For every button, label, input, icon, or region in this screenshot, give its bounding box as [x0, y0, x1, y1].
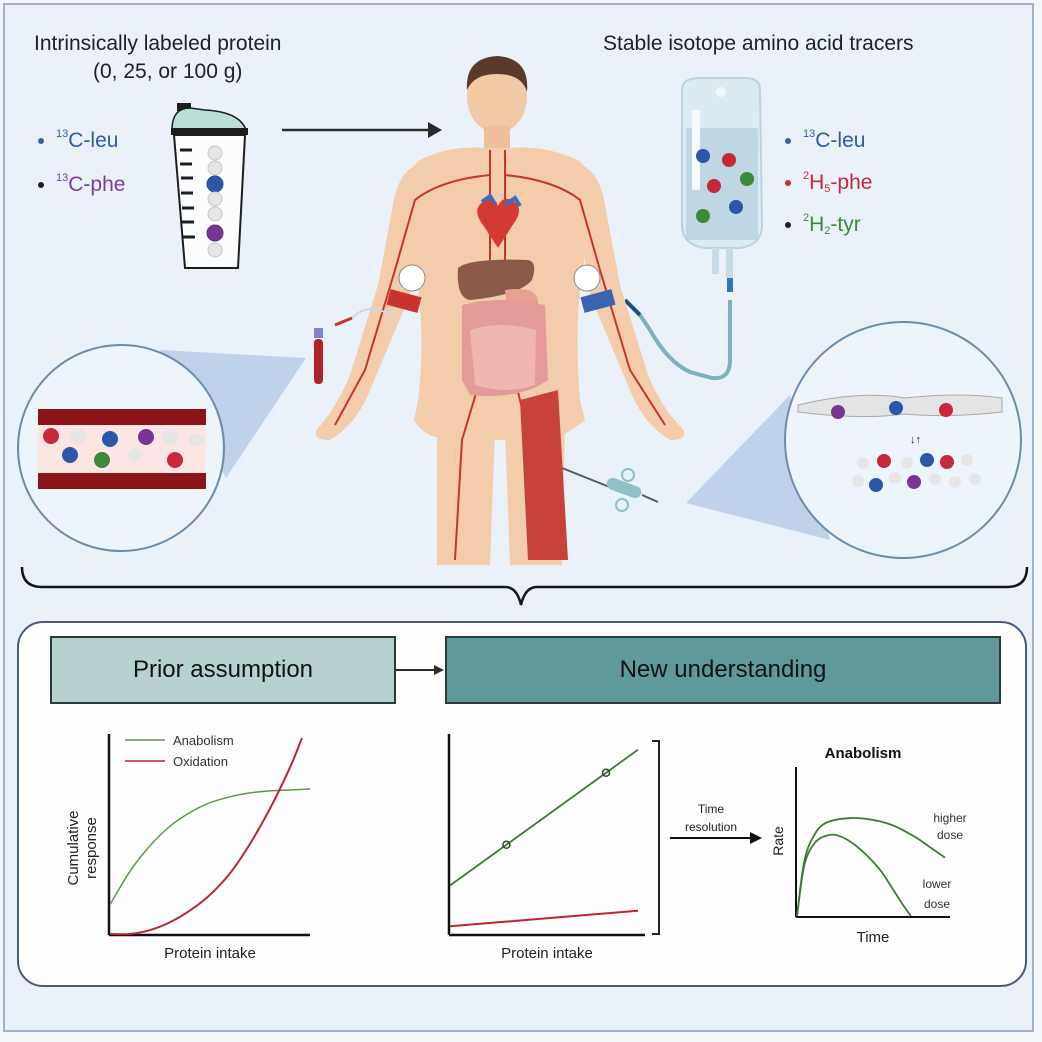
series-higher-dose	[796, 817, 946, 917]
isotope-superscript: 2	[803, 170, 810, 182]
data-point-marker	[601, 768, 611, 778]
tracer-name: C-phe	[68, 173, 126, 196]
tracer-name: H	[809, 171, 825, 194]
isotope-superscript: 2	[803, 212, 810, 224]
biopsy-needle-icon	[561, 467, 659, 512]
prior-assumption-chart: Anabolism Oxidation Protein intake Cumul…	[65, 733, 311, 962]
time-resolution-label-2: resolution	[685, 820, 737, 834]
protein-shaker-icon	[171, 103, 248, 269]
tracer-name: H	[809, 213, 825, 236]
annotation-lower-dose-1: lower	[923, 877, 952, 891]
tracers-title: Stable isotope amino acid tracers	[603, 32, 914, 55]
series-oxidation	[449, 909, 639, 928]
isotope-superscript: 13	[803, 128, 816, 140]
legend-13c-phe: 13C-phe	[38, 172, 125, 197]
isotope-subscript: 5	[824, 183, 831, 195]
y-axis-label: Rate	[770, 826, 786, 856]
iv-bag-icon	[623, 77, 764, 381]
new-understanding-box: New understanding	[445, 636, 1001, 704]
annotation-higher-dose-1: higher	[933, 811, 966, 825]
tracer-name: C-leu	[815, 129, 866, 152]
protein-amount: (0, 25, or 100 g)	[93, 60, 243, 83]
series-oxidation	[109, 737, 303, 936]
summary-brace	[20, 566, 1029, 606]
legend-dot	[38, 138, 44, 145]
tracer-name: C-leu	[68, 129, 119, 152]
blood-vessel-zoom	[17, 344, 306, 552]
illustration-layer: ↓↑	[17, 56, 1029, 606]
series-lower-dose	[796, 833, 912, 917]
tracer-suffix: -phe	[830, 171, 873, 194]
legend-oxidation-label: Oxidation	[173, 754, 228, 769]
charts-layer: Anabolism Oxidation Protein intake Cumul…	[65, 733, 967, 962]
isotope-superscript: 13	[56, 128, 69, 140]
legend-anabolism-label: Anabolism	[173, 733, 234, 748]
intake-arrow	[282, 122, 442, 138]
svg-text:↓↑: ↓↑	[910, 434, 921, 446]
new-understanding-chart: Protein intake	[447, 734, 660, 962]
prior-assumption-label: Prior assumption	[132, 656, 314, 683]
muscle-protein-zoom: ↓↑	[686, 321, 1022, 559]
series-anabolism	[449, 748, 639, 887]
x-axis-label: Protein intake	[501, 945, 593, 962]
isotope-subscript: 2	[824, 225, 831, 237]
annotation-higher-dose-2: dose	[937, 828, 963, 842]
legend-dot	[38, 182, 44, 189]
legend-dot	[785, 138, 791, 145]
series-anabolism	[109, 788, 311, 905]
legend-dot	[785, 222, 791, 229]
blood-tube-icon	[314, 308, 396, 384]
x-axis-label: Time	[857, 929, 890, 946]
human-body-illustration	[315, 56, 685, 565]
y-axis-label-line1: Cumulative	[65, 810, 82, 885]
legend-13c-leu: 13C-leu	[38, 128, 118, 153]
time-resolution-arrow: Time resolution	[670, 802, 762, 844]
x-axis-label: Protein intake	[164, 945, 256, 962]
y-axis-label-line2: response	[83, 817, 100, 879]
legend-iv-2h2-tyr: 2H2-tyr	[785, 212, 861, 237]
legend-iv-2h5-phe: 2H5-phe	[785, 170, 872, 195]
data-point-marker	[502, 840, 511, 850]
prior-assumption-box: Prior assumption	[50, 636, 396, 704]
prior-to-new-arrow	[396, 665, 444, 675]
annotation-lower-dose-2: dose	[924, 897, 950, 911]
anabolism-rate-chart: Anabolism Time Rate higher dose lower do…	[770, 745, 967, 946]
protein-title: Intrinsically labeled protein	[34, 32, 282, 55]
tracer-suffix: -tyr	[830, 213, 861, 236]
time-resolution-label-1: Time	[698, 802, 725, 816]
legend-iv-13c-leu: 13C-leu	[785, 128, 865, 153]
bracket	[652, 740, 660, 935]
chart-title: Anabolism	[825, 745, 902, 762]
legend-dot	[785, 180, 791, 187]
isotope-superscript: 13	[56, 172, 69, 184]
new-understanding-label: New understanding	[619, 656, 827, 683]
